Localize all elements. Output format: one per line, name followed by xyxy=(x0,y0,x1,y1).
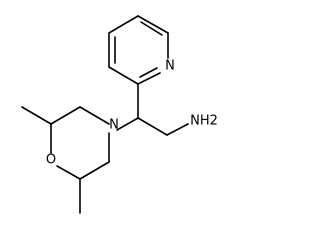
bond xyxy=(166,123,189,136)
bond xyxy=(137,117,168,136)
ethylamine-chain xyxy=(137,83,189,136)
bond xyxy=(108,15,139,34)
double-bond-inner xyxy=(139,67,158,78)
bond xyxy=(108,66,139,85)
bond xyxy=(50,106,81,125)
bond xyxy=(56,165,81,180)
bond xyxy=(79,106,110,125)
bond xyxy=(79,161,110,180)
morpholine-ring xyxy=(21,106,139,214)
bond xyxy=(137,72,161,85)
morpholine-nitrogen-label: N xyxy=(109,118,119,133)
bond xyxy=(137,15,169,34)
morpholine-oxygen-label: O xyxy=(46,153,56,168)
pyridine-nitrogen-label: N xyxy=(165,59,175,74)
methyl-bond xyxy=(21,106,52,125)
amine-label: NH2 xyxy=(190,114,218,129)
bond xyxy=(116,117,139,131)
chemical-structure: N N O NH2 xyxy=(21,15,218,214)
pyridine-ring xyxy=(108,15,169,85)
double-bond-inner xyxy=(140,21,163,36)
